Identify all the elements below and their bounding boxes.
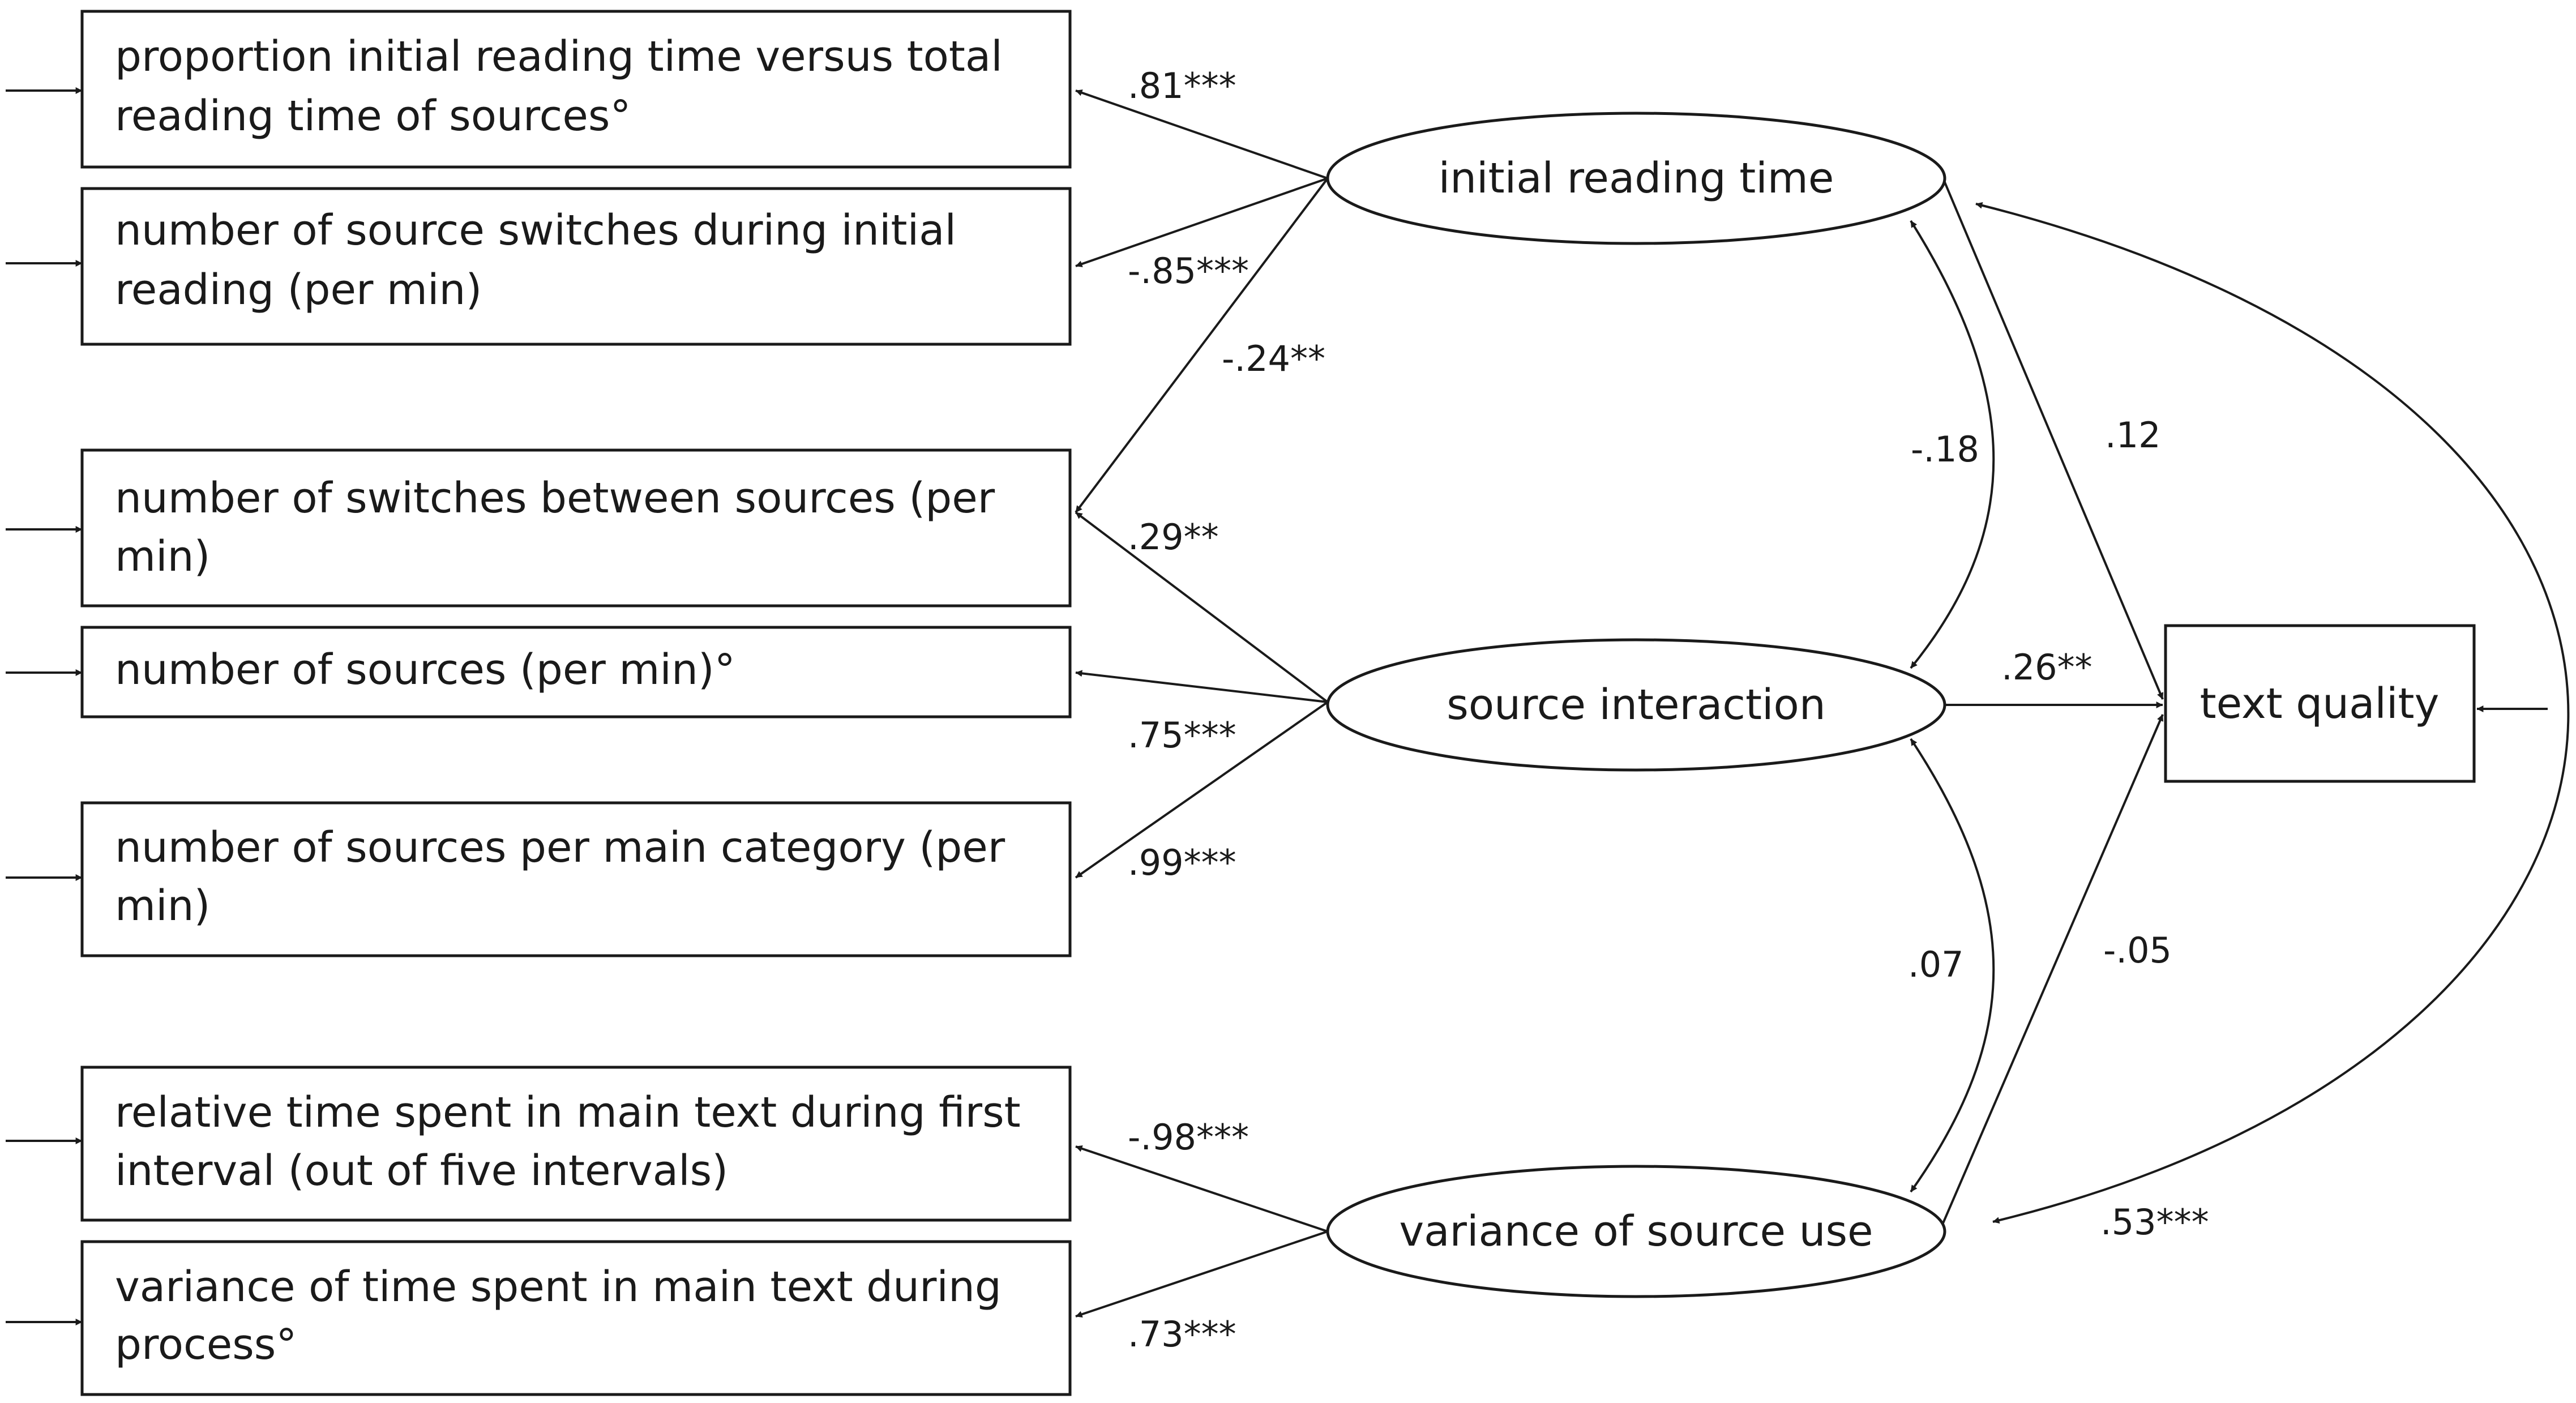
indicator-label-line2: process° xyxy=(115,1320,297,1369)
indicator-label-line1: variance of time spent in main text duri… xyxy=(115,1263,1002,1311)
covariance-curve-initial-variance xyxy=(1975,202,2570,1224)
latent-variance-of-source-use: variance of source use xyxy=(1326,1165,1946,1298)
loading-label-interaction-between: .29** xyxy=(1128,516,1219,558)
indicator-label-line1: relative time spent in main text during … xyxy=(115,1088,1021,1137)
indicator-label-line1: number of sources per main category (per xyxy=(115,823,1005,872)
indicator-switches-between-sources: number of switches between sources (per … xyxy=(80,448,1072,608)
latent-label: variance of source use xyxy=(1399,1207,1873,1256)
loading-label-variance-relative: -.98*** xyxy=(1128,1117,1249,1158)
indicator-label-line1: proportion initial reading time versus t… xyxy=(115,32,1003,81)
latent-label: initial reading time xyxy=(1439,154,1834,203)
loading-label-variance-variance-time: .73*** xyxy=(1128,1314,1236,1355)
indicator-label-line2: min) xyxy=(115,532,210,581)
loading-label-initial-switches: -.85*** xyxy=(1128,250,1249,292)
loading-arrow-interaction-category xyxy=(1075,701,1329,879)
indicator-proportion-initial-reading: proportion initial reading time versus t… xyxy=(80,10,1072,169)
indicator-sources-per-category: number of sources per main category (per… xyxy=(80,801,1072,957)
outcome-label: text quality xyxy=(2200,679,2440,728)
indicator-variance-time-main-text: variance of time spent in main text duri… xyxy=(80,1240,1072,1396)
indicator-label-line2: interval (out of five intervals) xyxy=(115,1147,728,1195)
path-label-variance-to-quality: -.05 xyxy=(2103,930,2172,971)
loading-label-initial-between: -.24** xyxy=(1222,338,1325,379)
covariance-curves xyxy=(1910,202,2570,1224)
covariance-label-initial-variance: .53*** xyxy=(2100,1201,2209,1243)
path-label-interaction-to-quality: .26** xyxy=(2001,647,2093,688)
indicator-label-line1: number of sources (per min)° xyxy=(115,645,735,694)
outcome-text-quality: text quality xyxy=(2164,624,2476,783)
loading-arrow-variance-relative xyxy=(1075,1145,1328,1233)
covariance-label-interaction-variance: .07 xyxy=(1908,944,1964,985)
indicator-residual-arrows xyxy=(6,87,83,1325)
loading-arrow-initial-between xyxy=(1075,177,1329,514)
loading-label-interaction-sources: .75*** xyxy=(1128,715,1236,756)
indicator-source-switches-initial: number of source switches during initial… xyxy=(80,187,1072,346)
loading-label-initial-proportion: .81*** xyxy=(1128,65,1236,106)
indicator-label-line2: min) xyxy=(115,882,210,930)
indicator-number-of-sources: number of sources (per min)° xyxy=(80,626,1072,718)
loading-label-interaction-category: .99*** xyxy=(1128,842,1236,883)
loading-arrow-initial-switches xyxy=(1075,177,1328,267)
loading-arrows xyxy=(1075,89,1329,1318)
latent-label: source interaction xyxy=(1447,681,1825,729)
covariance-label-initial-interaction: -.18 xyxy=(1911,429,1979,470)
loading-arrow-initial-proportion xyxy=(1075,89,1328,179)
coefficient-labels: .81*** -.85*** -.24** .29** .75*** .99**… xyxy=(1128,65,2209,1355)
indicator-label-line2: reading (per min) xyxy=(115,266,482,314)
indicator-label-line1: number of source switches during initial xyxy=(115,206,956,255)
loading-arrow-variance-variance-time xyxy=(1075,1230,1328,1318)
indicator-label-line2: reading time of sources° xyxy=(115,92,631,140)
loading-arrow-interaction-between xyxy=(1075,511,1329,703)
path-label-initial-to-quality: .12 xyxy=(2105,414,2161,456)
loading-arrow-interaction-sources xyxy=(1075,670,1328,703)
indicator-label-line1: number of switches between sources (per xyxy=(115,474,995,523)
indicator-relative-time-main-text: relative time spent in main text during … xyxy=(80,1066,1072,1222)
latent-source-interaction: source interaction xyxy=(1326,638,1946,772)
latent-initial-reading-time: initial reading time xyxy=(1326,112,1946,245)
